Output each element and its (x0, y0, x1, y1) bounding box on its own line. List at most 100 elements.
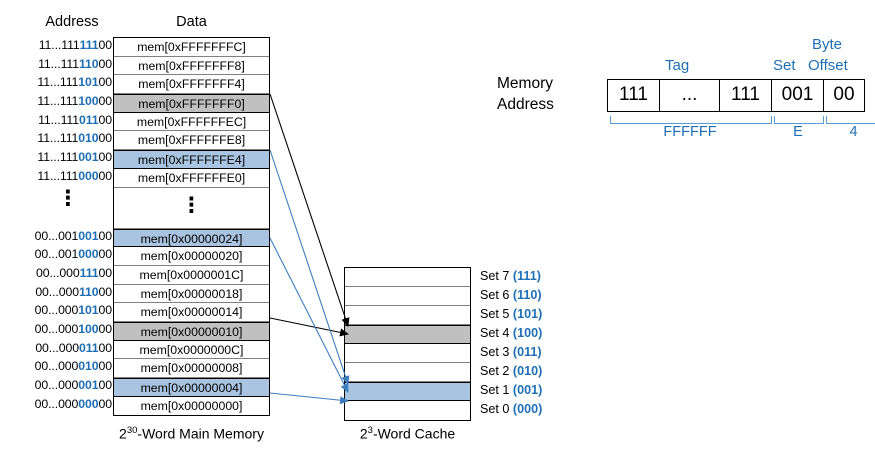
memory-row: mem[0x00000014] (114, 303, 269, 322)
address-set-bits: 110 (78, 56, 99, 71)
set-index-bits: (000) (512, 402, 543, 416)
arrow-ffffffe4-to-set1 (269, 149, 350, 385)
address-prefix: 00...000 (34, 321, 79, 336)
address-row: 00...00100100 (32, 227, 112, 246)
memory-row: mem[0xFFFFFFEC] (114, 112, 269, 132)
address-set-bits: 111 (79, 265, 99, 280)
address-offset-bits: 00 (98, 340, 113, 355)
set-field-label: Set (773, 57, 796, 74)
memory-address-label-line1: Memory (497, 75, 553, 92)
address-field-box: 111 (720, 80, 772, 111)
address-offset-bits: 00 (98, 247, 113, 262)
address-offset-bits: 00 (98, 112, 113, 127)
address-offset-bits: 00 (98, 284, 113, 299)
memory-row: mem[0x00000024] (114, 228, 269, 248)
address-prefix: 00...000 (35, 284, 79, 299)
address-field-box: 001 (772, 80, 824, 111)
address-row: 11...11111100 (32, 36, 112, 55)
address-row: 11...11101100 (32, 111, 112, 130)
set-name: Set 6 (480, 288, 510, 302)
offset-bracket (826, 116, 875, 124)
address-column-heading: Address (45, 14, 99, 30)
cache-set-row (345, 382, 470, 401)
address-prefix: 11...111 (38, 38, 80, 52)
memory-address-breakdown: Memory Address Tag Set Byte Offset 111..… (497, 22, 875, 142)
memory-row: mem[0xFFFFFFE4] (114, 150, 269, 169)
address-prefix: 00...000 (34, 396, 79, 411)
set-name: Set 5 (480, 307, 510, 321)
arrow-00000024-to-set1 (269, 237, 349, 393)
tag-bracket (610, 116, 772, 124)
address-prefix: 00...001 (34, 247, 79, 262)
set-name: Set 4 (480, 326, 510, 340)
cache-caption-exponent: 3 (367, 425, 373, 436)
cache-set-label: Set 6 (110) (480, 286, 542, 305)
address-row: 00...00100000 (32, 245, 112, 264)
memory-caption-base: 2 (119, 425, 127, 442)
address-prefix: 00...000 (35, 340, 79, 355)
cache-set-row (345, 306, 470, 325)
tag-hex-label: FFFFFF (663, 124, 717, 140)
address-offset-bits: 00 (98, 303, 113, 318)
address-prefix: 11...111 (37, 150, 79, 165)
offset-hex-label: 4 (849, 124, 858, 140)
cache-set-row (345, 325, 470, 344)
address-set-bits: 010 (78, 359, 99, 374)
memory-row: mem[0xFFFFFFF8] (114, 56, 269, 76)
address-field-box: 111 (608, 80, 660, 111)
set-index-bits: (111) (512, 269, 541, 283)
memory-row: mem[0x0000000C] (114, 340, 269, 360)
address-offset-bits: 00 (98, 321, 113, 336)
address-prefix: 11...111 (38, 112, 79, 127)
address-set-bits: 011 (78, 340, 99, 355)
memory-row: mem[0x00000004] (114, 378, 269, 397)
memory-row: mem[0x00000008] (114, 359, 269, 378)
address-set-bits: 100 (78, 94, 99, 109)
address-prefix: 11...111 (37, 75, 79, 90)
address-row: 11...11110000 (32, 92, 112, 111)
set-index-bits: (010) (512, 364, 543, 378)
offset-field-label: Offset (808, 57, 848, 74)
set-index-bits: (001) (512, 383, 543, 397)
address-offset-bits: 00 (98, 396, 113, 411)
address-set-bits: 000 (78, 396, 99, 411)
address-row: 00...00001100 (32, 339, 112, 358)
cache-set-row (345, 363, 470, 382)
cache-caption: 23-Word Cache (344, 425, 471, 442)
main-memory-table: mem[0xFFFFFFFC]mem[0xFFFFFFF8]mem[0xFFFF… (113, 37, 270, 417)
cache-set-label-list: Set 7 (111)Set 6 (110)Set 5 (101)Set 4 (… (480, 267, 542, 419)
address-offset-bits: 00 (98, 131, 113, 146)
set-bracket (774, 116, 824, 124)
arrow-00000010-to-set4 (269, 317, 349, 337)
address-offset-bits: 00 (98, 75, 113, 90)
address-prefix: 11...111 (38, 56, 79, 71)
set-name: Set 1 (480, 383, 510, 397)
cache-caption-base: 2 (359, 425, 368, 442)
address-set-bits: 001 (78, 378, 99, 392)
address-row: 00...00000100 (32, 376, 112, 395)
address-row: 11...11101000 (32, 129, 112, 148)
address-prefix: 00...000 (34, 303, 79, 318)
arrow-00000004-to-set1 (269, 392, 349, 405)
set-index-bits: (110) (512, 288, 542, 302)
cache-table (344, 267, 471, 421)
address-set-bits: 000 (78, 168, 99, 183)
address-offset-bits: 00 (98, 265, 113, 280)
memory-address-label-line2: Address (497, 96, 554, 113)
memory-row: mem[0x00000010] (114, 321, 269, 341)
arrow-ffffff0-to-set4 (269, 93, 350, 327)
cache-set-label: Set 7 (111) (480, 267, 542, 286)
address-ellipsis: ⋮ (57, 186, 79, 210)
address-prefix: 11...111 (37, 131, 79, 146)
cache-set-label: Set 4 (100) (480, 324, 542, 343)
address-set-bits: 001 (78, 150, 99, 165)
address-row: 11...11110100 (32, 73, 112, 92)
set-name: Set 7 (480, 269, 510, 283)
memory-caption-exponent: 30 (126, 425, 138, 436)
address-set-bits: 101 (78, 303, 99, 318)
set-index-bits: (100) (512, 326, 543, 340)
memory-row: mem[0xFFFFFFF0] (114, 94, 269, 113)
address-row: 00...00010100 (32, 301, 112, 320)
address-row: 00...00011100 (32, 264, 112, 283)
